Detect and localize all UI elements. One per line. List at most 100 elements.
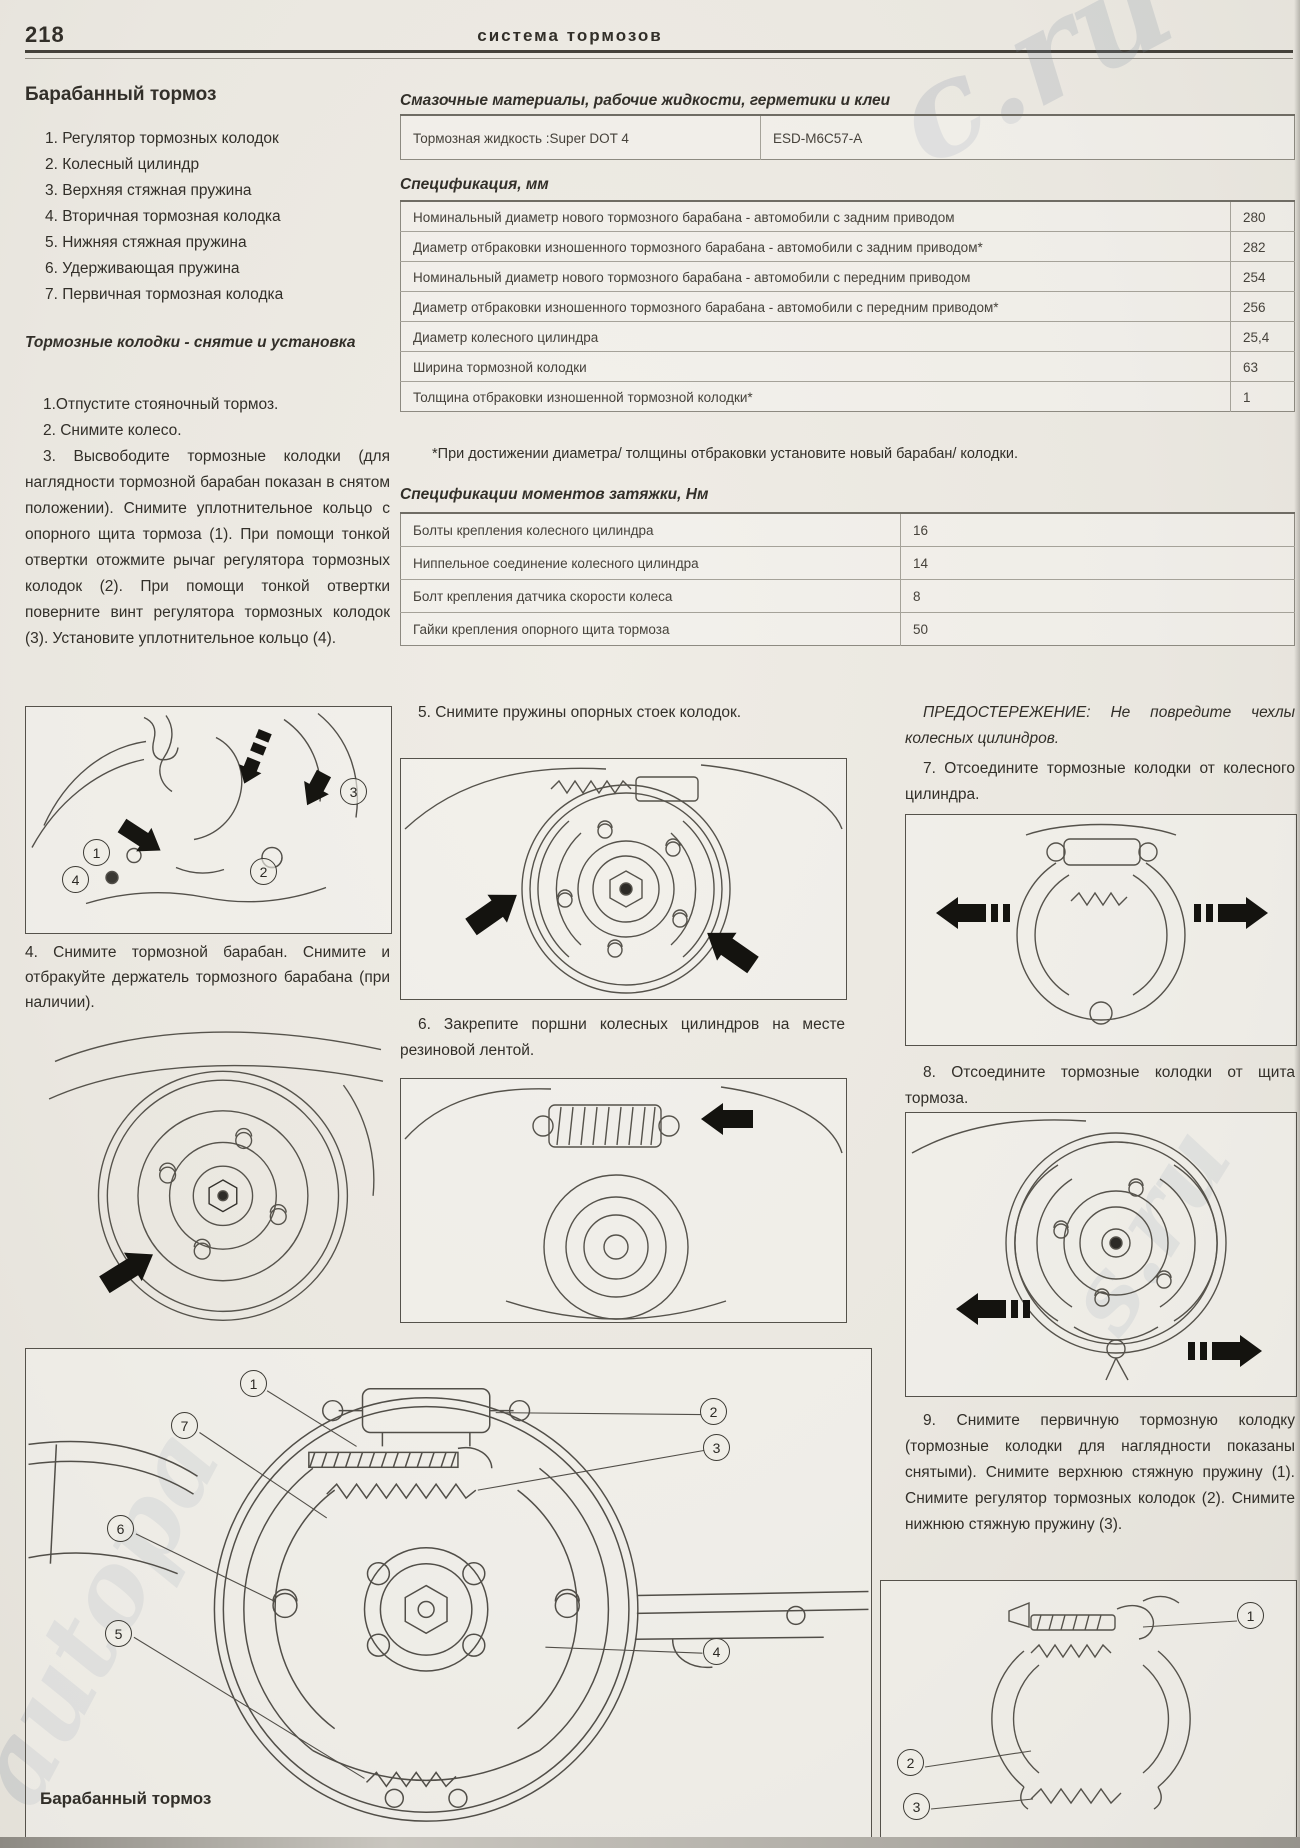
callout-2: 2	[897, 1749, 924, 1776]
torque-value: 14	[900, 546, 1295, 580]
spec-value: 282	[1230, 231, 1295, 262]
step-4-caption: 4. Снимите тормозной барабан. Снимите и …	[25, 944, 390, 1011]
callout-3: 3	[903, 1793, 930, 1820]
drum-brake-assembly-drawing	[28, 1388, 869, 1822]
parts-list-item: 7. Первичная тормозная колодка	[45, 286, 284, 303]
spec-value: 254	[1230, 261, 1295, 292]
shoes-from-plate-drawing	[911, 1119, 1262, 1381]
table-row: Диаметр отбраковки изношенного тормозног…	[400, 291, 1295, 322]
watermark-fragment: c.ru	[870, 0, 1196, 196]
diagram-shoes-from-plate	[905, 1112, 1297, 1397]
step-8: 8. Отсоедините тормозные колодки от щита…	[905, 1060, 1295, 1112]
step-7-text: 7. Отсоедините тормозные колодки от коле…	[905, 760, 1295, 803]
page-title: система тормозов	[477, 26, 663, 45]
header-rule-thin	[25, 58, 1293, 59]
spec-label: Толщина отбраковки изношенной тормозной …	[400, 381, 1231, 412]
spec-footnote: *При достижении диаметра/ толщины отбрак…	[432, 446, 1018, 462]
parts-list-item: 5. Нижняя стяжная пружина	[45, 234, 247, 251]
cylinder-band-drawing	[404, 1086, 843, 1320]
callout-5: 5	[105, 1620, 132, 1647]
adjuster-detail-drawing	[31, 712, 359, 905]
torque-table-title: Спецификации моментов затяжки, Нм	[400, 486, 709, 503]
lubricants-table: Тормозная жидкость :Super DOT 4 ESD-M6C5…	[400, 114, 1295, 160]
step-9: 9. Снимите первичную тормозную колодку (…	[905, 1408, 1295, 1538]
parts-list-item: 6. Удерживающая пружина	[45, 260, 240, 277]
spec-label: Диаметр колесного цилиндра	[400, 321, 1231, 352]
section-title-drum-brake: Барабанный тормоз	[25, 84, 217, 105]
warning-text: ПРЕДОСТЕРЕЖЕНИЕ: Не повредите чехлы коле…	[905, 704, 1295, 747]
callout-4: 4	[62, 866, 89, 893]
diagram-drum-brake-assembly: 1 2 3 4 5 6 7 Барабанный тормоз	[25, 1348, 872, 1847]
spec-value: 1	[1230, 381, 1295, 412]
spec-table: Номинальный диаметр нового тормозного ба…	[400, 200, 1295, 412]
parts-list: 1. Регулятор тормозных колодок 2. Колесн…	[25, 126, 390, 308]
parts-list-item: 1. Регулятор тормозных колодок	[45, 130, 279, 147]
step-1: 1.Отпустите стояночный тормоз.	[43, 396, 279, 413]
parts-list-item: 4. Вторичная тормозная колодка	[45, 208, 281, 225]
step-3: 3. Высвободите тормозные колодки (для на…	[25, 448, 390, 647]
step-7: 7. Отсоедините тормозные колодки от коле…	[905, 756, 1295, 808]
step-6: 6. Закрепите поршни колесных цилиндров н…	[400, 1012, 845, 1064]
spec-table-title: Спецификация, мм	[400, 176, 549, 193]
parts-list-item: 3. Верхняя стяжная пружина	[45, 182, 252, 199]
callout-6: 6	[107, 1515, 134, 1542]
torque-value: 16	[900, 513, 1295, 547]
spec-label: Ширина тормозной колодки	[400, 351, 1231, 382]
shoes-from-cylinder-drawing	[936, 823, 1268, 1025]
spec-value: 63	[1230, 351, 1295, 382]
callout-7: 7	[171, 1412, 198, 1439]
table-row: Номинальный диаметр нового тормозного ба…	[400, 261, 1295, 292]
step-6-text: 6. Закрепите поршни колесных цилиндров н…	[400, 1016, 845, 1059]
table-row: Толщина отбраковки изношенной тормозной …	[400, 381, 1295, 412]
torque-label: Ниппельное соединение колесного цилиндра	[400, 546, 901, 580]
torque-label: Болты крепления колесного цилиндра	[413, 523, 654, 538]
holddown-springs-drawing	[404, 764, 843, 994]
step-9-text: 9. Снимите первичную тормозную колодку (…	[905, 1412, 1295, 1533]
torque-table: Болты крепления колесного цилиндра 16 Нип…	[400, 512, 1295, 646]
diagram-brake-drum	[45, 1016, 390, 1342]
brake-drum-drawing	[48, 1031, 384, 1321]
step-2: 2. Снимите колесо.	[43, 422, 182, 439]
page-number: 218	[25, 22, 65, 47]
table-row: Номинальный диаметр нового тормозного ба…	[401, 201, 1295, 232]
table-row: Тормозная жидкость :Super DOT 4 ESD-M6C5…	[401, 115, 1295, 160]
warning-note: ПРЕДОСТЕРЕЖЕНИЕ: Не повредите чехлы коле…	[905, 700, 1295, 752]
lubricants-table-title: Смазочные материалы, рабочие жидкости, г…	[400, 92, 891, 109]
callout-2: 2	[700, 1398, 727, 1425]
spec-label: Диаметр отбраковки изношенного тормозног…	[400, 231, 1231, 262]
callout-3: 3	[703, 1434, 730, 1461]
table-row: Болты крепления колесного цилиндра 16	[401, 513, 1295, 547]
parts-list-item: 2. Колесный цилиндр	[45, 156, 200, 173]
scan-edge-bottom	[0, 1837, 1300, 1848]
diagram-cylinder-band	[400, 1078, 847, 1323]
spec-value: 25,4	[1230, 321, 1295, 352]
spec-value: 280	[1230, 201, 1295, 232]
table-row: Диаметр отбраковки изношенного тормозног…	[400, 231, 1295, 262]
step-5: 5. Снимите пружины опорных стоек колодок…	[400, 700, 845, 726]
spec-label: Диаметр отбраковки изношенного тормозног…	[400, 291, 1231, 322]
callout-1: 1	[83, 839, 110, 866]
step-8-text: 8. Отсоедините тормозные колодки от щита…	[905, 1064, 1295, 1107]
procedure-steps-1-3: 1.Отпустите стояночный тормоз. 2. Снимит…	[25, 392, 390, 652]
subsection-heading: Тормозные колодки - снятие и установка	[25, 334, 356, 351]
torque-value: 50	[900, 612, 1295, 646]
lubricant-name: Тормозная жидкость :Super DOT 4	[413, 130, 629, 146]
spec-label: Номинальный диаметр нового тормозного ба…	[413, 209, 955, 225]
lubricant-spec: ESD-M6C57-A	[760, 115, 1295, 160]
diagram-shoes-from-cylinder	[905, 814, 1297, 1046]
scan-edge-right	[1294, 0, 1300, 1848]
callout-3: 3	[340, 778, 367, 805]
callout-4: 4	[703, 1638, 730, 1665]
callout-2: 2	[250, 858, 277, 885]
callout-1: 1	[240, 1370, 267, 1397]
spec-value: 256	[1230, 291, 1295, 322]
assembly-caption: Барабанный тормоз	[40, 1789, 212, 1808]
torque-value: 8	[900, 579, 1295, 613]
header-rule	[25, 50, 1293, 53]
table-row: Ниппельное соединение колесного цилиндра…	[400, 546, 1295, 580]
